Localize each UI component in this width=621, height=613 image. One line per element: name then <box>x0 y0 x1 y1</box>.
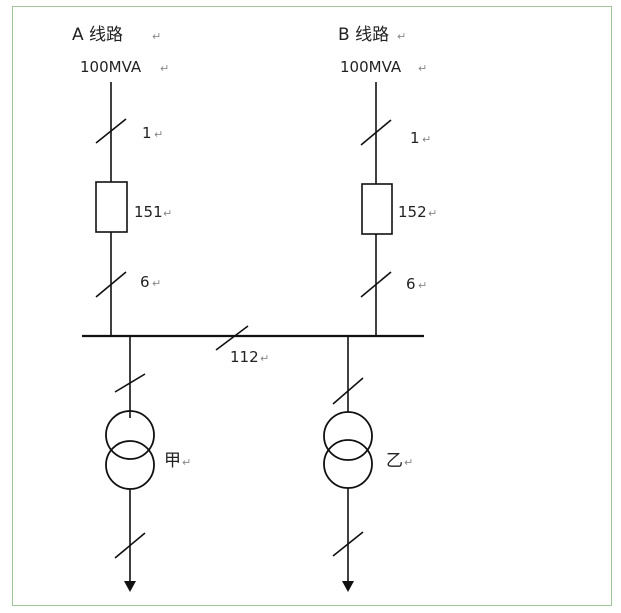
paragraph-mark-icon: ↵ <box>422 133 431 146</box>
line-b-disconnect-switch-6 <box>360 271 392 298</box>
line-a-switch-1-label: 1 <box>142 124 152 142</box>
paragraph-mark-icon: ↵ <box>397 30 406 43</box>
line-b-breaker <box>361 183 393 235</box>
paragraph-mark-icon: ↵ <box>404 456 413 469</box>
right-transformer-primary <box>323 411 373 461</box>
line-a-disconnect-switch-1 <box>95 118 127 144</box>
diagram-frame <box>12 6 612 606</box>
paragraph-mark-icon: ↵ <box>152 30 161 43</box>
left-load-arrow-icon <box>124 581 136 592</box>
paragraph-mark-icon: ↵ <box>418 279 427 292</box>
right-load-arrow-icon <box>342 581 354 592</box>
paragraph-mark-icon: ↵ <box>428 207 437 220</box>
paragraph-mark-icon: ↵ <box>163 207 172 220</box>
left-transformer-secondary <box>105 440 155 490</box>
line-b-switch-6-label: 6 <box>406 275 416 293</box>
right-transformer-secondary <box>323 439 373 489</box>
line-a-switch-6-label: 6 <box>140 273 150 291</box>
line-a-capacity: 100MVA <box>80 58 142 76</box>
right-branch-switch-lower <box>332 531 364 557</box>
paragraph-mark-icon: ↵ <box>152 277 161 290</box>
right-transformer-label: 乙 <box>386 451 403 471</box>
paragraph-mark-icon: ↵ <box>154 128 163 141</box>
left-transformer-label: 甲 <box>164 451 181 471</box>
left-branch-switch-upper <box>114 373 146 393</box>
line-b-capacity: 100MVA <box>340 58 402 76</box>
paragraph-mark-icon: ↵ <box>160 62 169 75</box>
paragraph-mark-icon: ↵ <box>418 62 427 75</box>
line-a-breaker-label: 151 <box>134 203 163 221</box>
line-b-breaker-label: 152 <box>398 203 427 221</box>
line-a-disconnect-switch-6 <box>95 271 127 298</box>
line-b-name: B 线路 <box>338 25 389 45</box>
line-a-breaker <box>95 181 128 233</box>
bus-tie-label: 112 <box>230 348 259 366</box>
bus-tie-switch <box>215 325 249 351</box>
paragraph-mark-icon: ↵ <box>260 352 269 365</box>
left-branch-switch-lower <box>114 532 146 559</box>
right-branch-switch-upper <box>332 377 364 405</box>
line-b-disconnect-switch-1 <box>360 119 392 146</box>
paragraph-mark-icon: ↵ <box>182 456 191 469</box>
line-b-switch-1-label: 1 <box>410 129 420 147</box>
line-a-name: A 线路 <box>72 25 123 45</box>
left-transformer-primary <box>105 410 155 460</box>
